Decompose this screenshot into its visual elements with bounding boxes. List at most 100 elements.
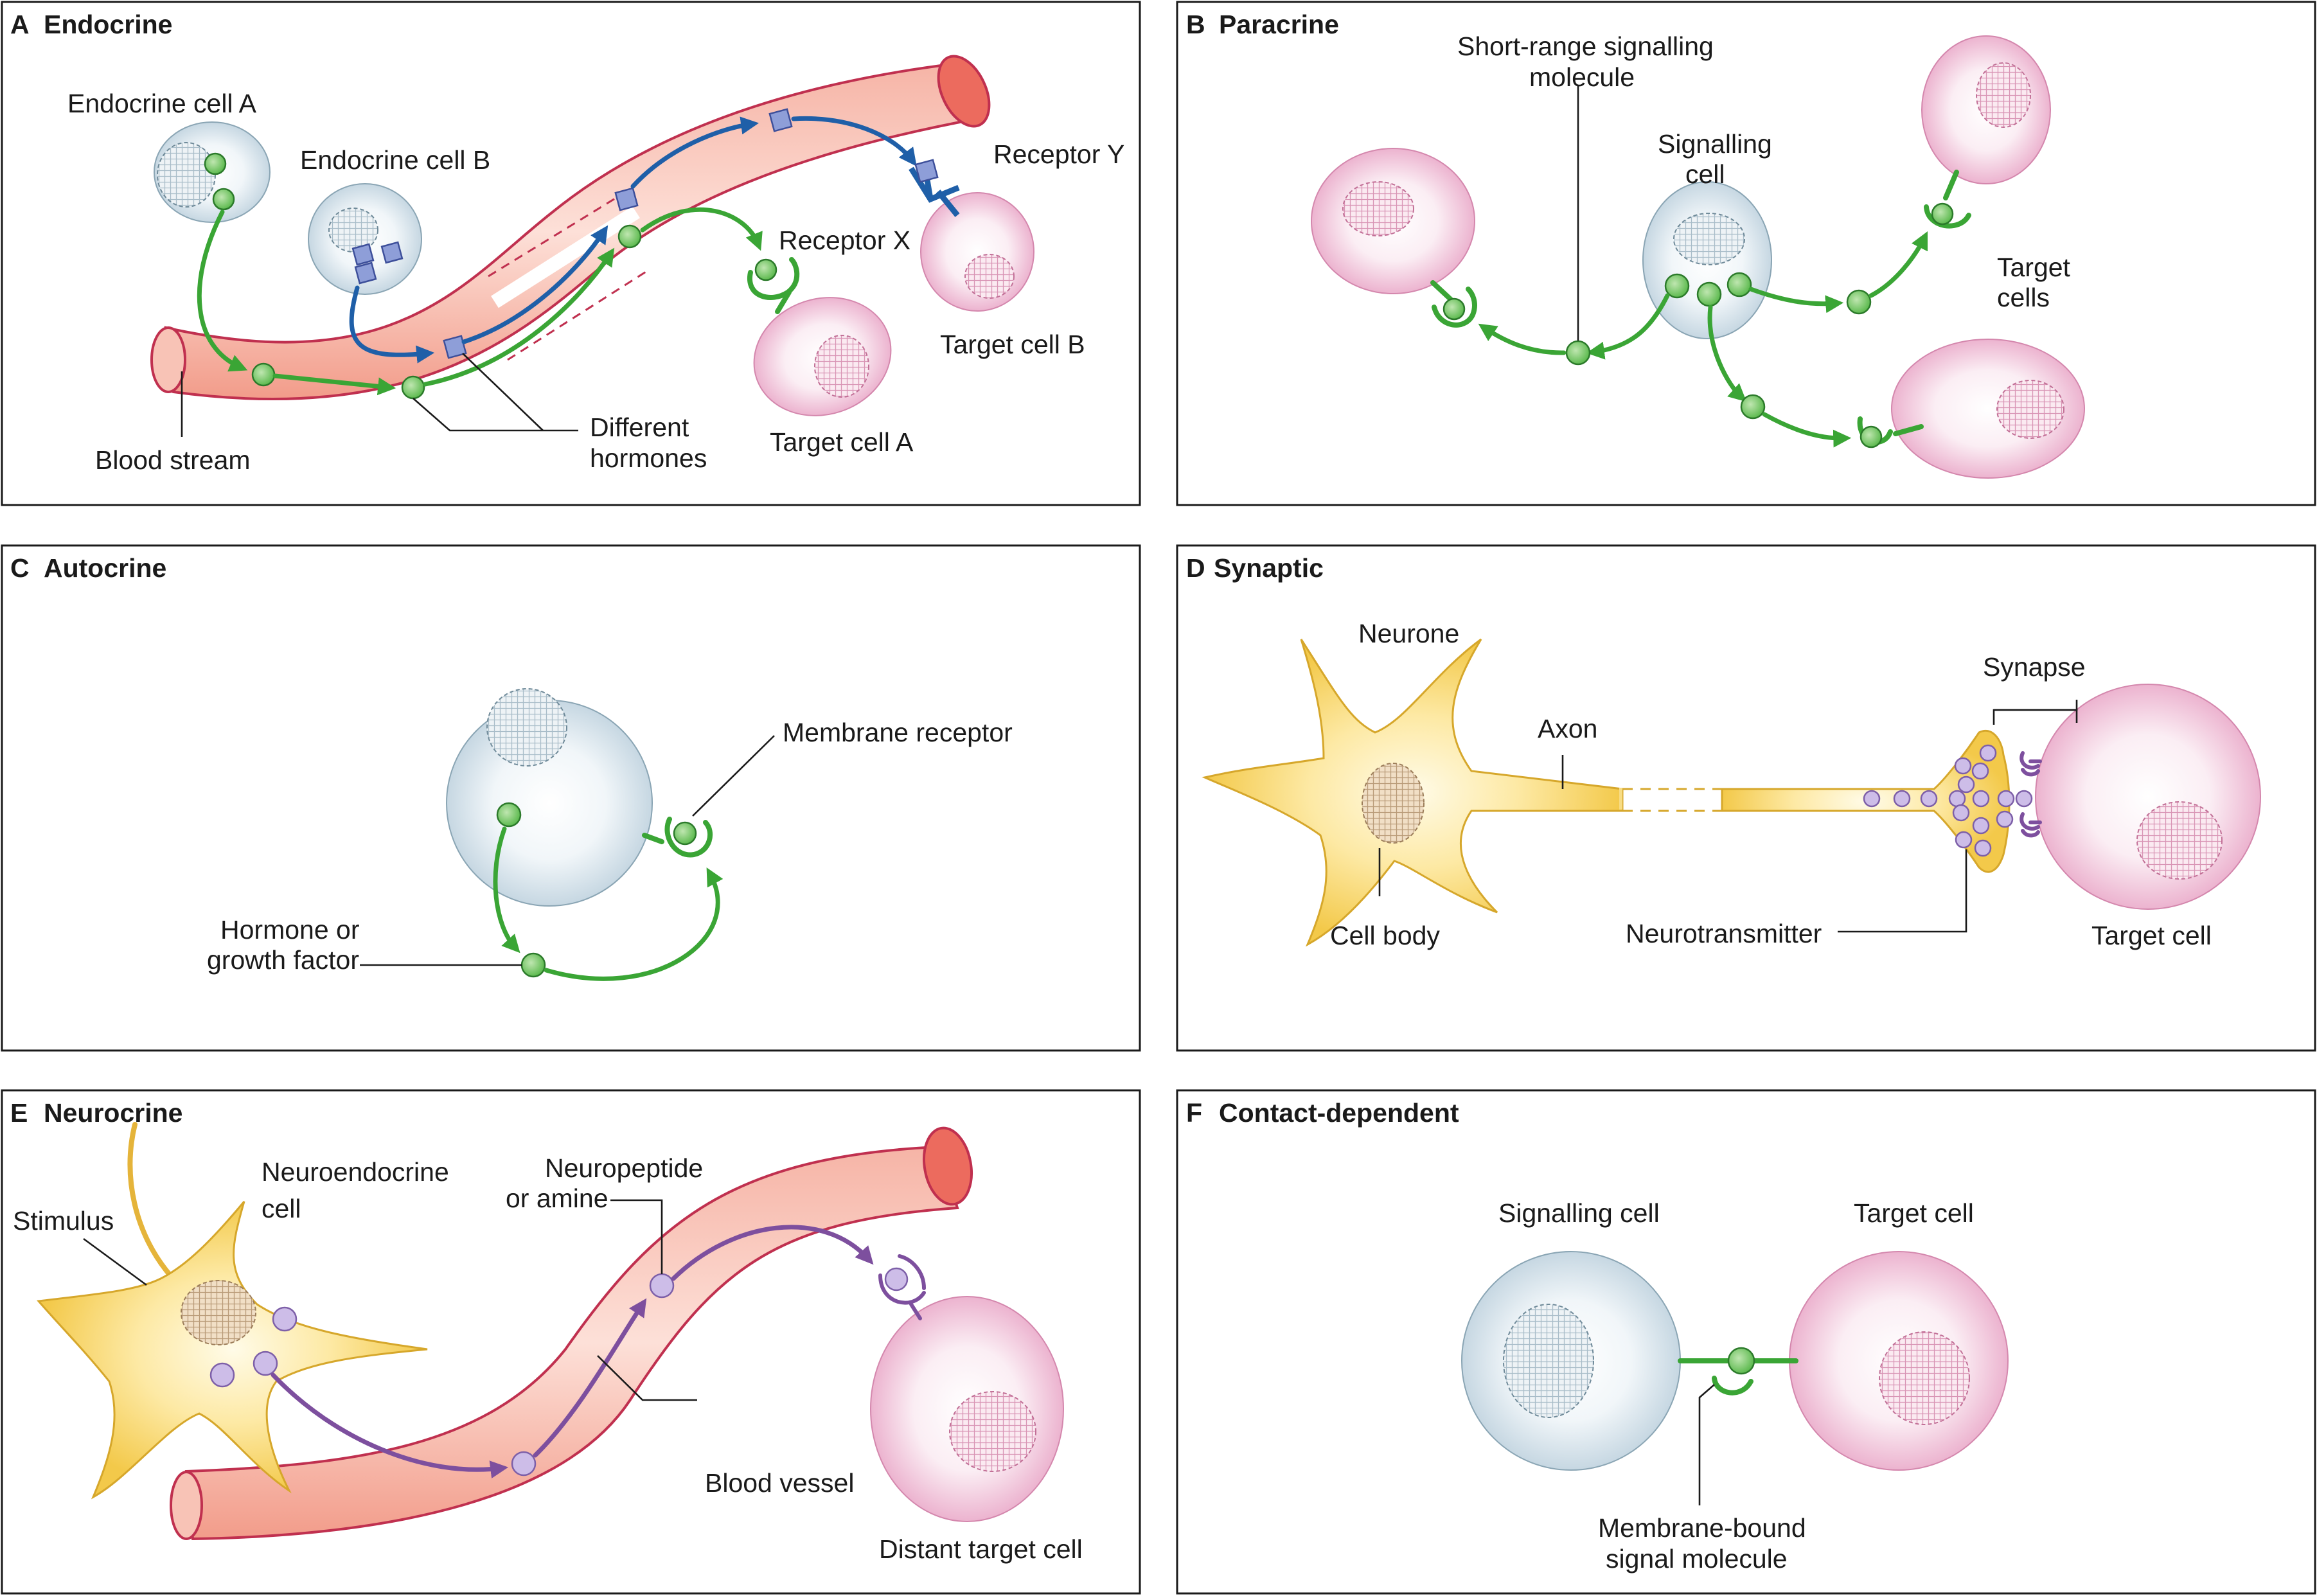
autocrine-arrow <box>493 826 520 953</box>
signal-arrow <box>1762 412 1852 448</box>
membrane-bound-label: signal molecule <box>1606 1544 1788 1574</box>
blue-hormone-arrow <box>461 225 608 344</box>
target-cells-label: Target <box>1997 253 2071 282</box>
membrane-receptor-leader <box>692 735 775 817</box>
target-cell-bottom-right <box>1857 339 2085 479</box>
membrane-receptor-label: Membrane receptor <box>783 718 1013 747</box>
neurotransmitter-leader <box>1838 849 1967 933</box>
blood-vessel-leader <box>597 1355 697 1401</box>
membrane-receptor <box>642 817 713 858</box>
green-hormone <box>251 362 276 387</box>
panel-title: Contact-dependent <box>1219 1098 1459 1128</box>
short-range-label: molecule <box>1529 62 1635 92</box>
autocrine-arrow <box>544 867 724 981</box>
synaptic-target-cell-label: Target cell <box>2091 921 2212 950</box>
signalling-cell <box>1642 181 1772 339</box>
signal-arrow <box>1707 305 1747 402</box>
membrane-bound-leader <box>1698 1384 1715 1505</box>
synapse-label: Synapse <box>1983 652 2086 682</box>
target-cell-b-label: Target cell B <box>940 330 1085 359</box>
panel-synaptic: D Synaptic <box>1176 544 2316 1052</box>
endocrine-cell-b <box>308 183 422 295</box>
target-cell-b <box>920 192 1034 312</box>
blue-hormone-arrow <box>630 116 759 189</box>
neuropeptide-arrow <box>671 1225 874 1281</box>
neuroendocrine-label: Neuroendocrine <box>262 1157 449 1187</box>
synapse-bracket <box>1994 709 2078 723</box>
panel-autocrine: C Autocrine Membrane receptor Hormone or… <box>1 544 1141 1052</box>
signal-arrow <box>1869 231 1928 298</box>
neuropeptide-arrow <box>271 1372 509 1478</box>
panel-letter: C <box>10 553 30 583</box>
different-hormones-label: Different <box>590 412 689 442</box>
panel-title: Autocrine <box>44 553 166 583</box>
neuropeptide <box>511 1451 537 1476</box>
stimulus-leader <box>83 1237 147 1286</box>
blood-vessel-label: Blood vessel <box>705 1468 854 1498</box>
panel-letter: D <box>1186 553 1205 583</box>
target-cells-label: cells <box>1997 283 2050 312</box>
cell-body-label: Cell body <box>1330 921 1440 950</box>
signalling-cell-label: Signalling <box>1658 129 1772 159</box>
neurone <box>1202 638 1624 947</box>
neurotransmitter-label: Neurotransmitter <box>1626 919 1822 948</box>
distant-target-cell <box>870 1254 1064 1522</box>
panel-contact-dependent: F Contact-dependent Signalling cell Targ… <box>1176 1089 2316 1595</box>
signal-molecule <box>1565 340 1591 366</box>
contact-signalling-cell <box>1461 1251 1681 1471</box>
synaptic-target-cell <box>2020 684 2261 910</box>
green-hormone <box>401 375 425 400</box>
blue-hormone-arrow <box>349 285 435 364</box>
receptor-y-label: Receptor Y <box>993 139 1124 169</box>
signal-molecule <box>1740 394 1766 420</box>
hormones-leader <box>462 353 544 431</box>
blue-hormone-arrow <box>791 116 917 166</box>
panel-letter: E <box>10 1098 28 1128</box>
blue-hormone <box>443 335 467 359</box>
panel-title: Neurocrine <box>44 1098 182 1128</box>
neuropeptide-arrow <box>533 1298 647 1458</box>
green-hormone-arrow <box>640 207 763 251</box>
target-cell-label: Target cell <box>1854 1198 1974 1228</box>
blood-stream-label: Blood stream <box>95 445 251 475</box>
membrane-bound-label: Membrane-bound <box>1598 1513 1806 1543</box>
green-hormone-arrow <box>423 247 615 387</box>
neuropeptide-leader <box>610 1199 663 1274</box>
panel-endocrine: A Endocrine Endocrine cell A Endocr <box>1 1 1141 506</box>
green-hormone-arrow <box>197 209 248 372</box>
hormone-molecule <box>520 952 546 978</box>
stimulus-fibre <box>127 1122 173 1278</box>
panel-letter: A <box>10 10 30 39</box>
panel-title: Paracrine <box>1219 10 1339 39</box>
neuroendocrine-cell <box>37 1201 428 1500</box>
contact-target-cell <box>1789 1251 2009 1471</box>
neuropeptide-label: Neuropeptide <box>545 1153 703 1183</box>
neurone-label: Neurone <box>1358 619 1459 648</box>
receptor-y <box>909 159 960 217</box>
stimulus-label: Stimulus <box>13 1206 114 1236</box>
target-cell-a <box>753 297 892 416</box>
signal-molecule <box>1846 289 1872 315</box>
hormone-molecule <box>496 802 522 828</box>
blue-hormone <box>614 187 639 211</box>
panel-neurocrine: E Neurocrine S <box>1 1089 1141 1595</box>
green-hormone <box>617 224 642 249</box>
signal-arrow <box>1478 323 1567 355</box>
hormones-leader <box>413 398 578 432</box>
panel-title: Synaptic <box>1214 553 1324 583</box>
panel-letter: B <box>1186 10 1205 39</box>
signalling-cell-label: Signalling cell <box>1498 1198 1660 1228</box>
endocrine-cell-b-label: Endocrine cell B <box>300 145 490 175</box>
neuropeptide <box>649 1273 675 1299</box>
target-cell-top-right <box>1921 35 2051 229</box>
neurotransmitter-vesicles <box>1863 744 2033 857</box>
signal-arrow <box>1586 293 1670 360</box>
hormone-label: growth factor <box>207 945 359 975</box>
panel-paracrine: B Paracrine Signalling cell <box>1176 1 2316 506</box>
target-cell-a-label: Target cell A <box>770 427 914 457</box>
signal-arrow <box>1748 287 1844 314</box>
blood-vessel <box>170 1126 973 1541</box>
panel-letter: F <box>1186 1098 1202 1128</box>
endocrine-cell-a-label: Endocrine cell A <box>67 89 257 118</box>
distant-target-label: Distant target cell <box>879 1534 1083 1564</box>
